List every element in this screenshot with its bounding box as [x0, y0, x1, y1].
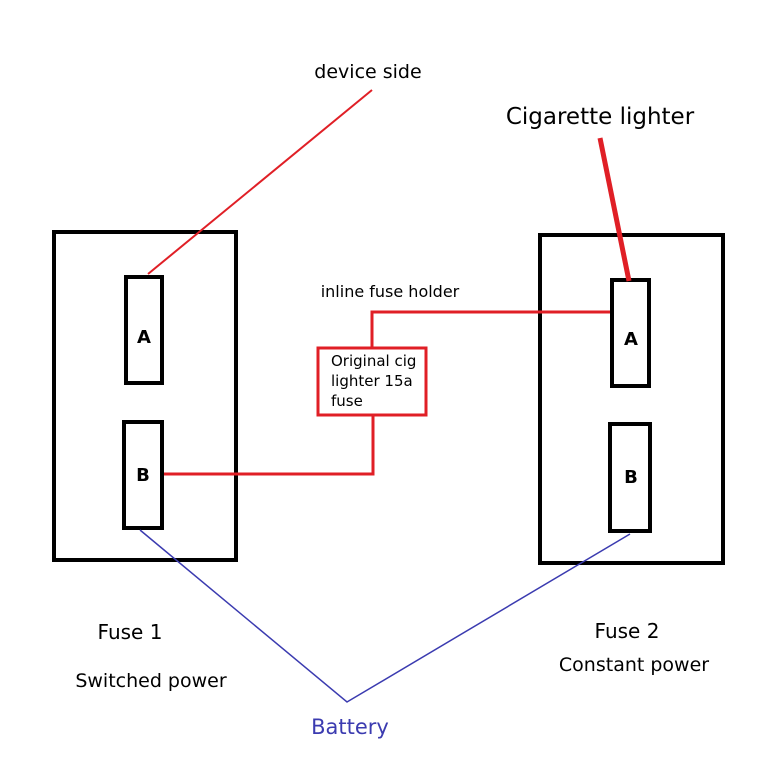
- fuse2-slot-b-label: B: [624, 467, 638, 488]
- fuse2-subtitle: Constant power: [559, 654, 709, 676]
- cigarette-lighter-wire: [597, 137, 632, 282]
- fuse1-slot-a: [124, 275, 164, 385]
- inline-fuse-holder-label: inline fuse holder: [321, 282, 460, 301]
- device-side-wire: [147, 89, 373, 275]
- fuse1-slot-b-label: B: [136, 465, 150, 486]
- fuse2-slot-b: [608, 422, 652, 533]
- fuse1-title: Fuse 1: [98, 620, 163, 644]
- fuse1-box: [52, 230, 238, 562]
- fuse2-slot-a-label: A: [624, 329, 638, 350]
- fuse-holder-text-line3: fuse: [331, 392, 363, 410]
- device-side-label: device side: [314, 61, 421, 83]
- inline-fuse-wire-bottom: [164, 415, 375, 476]
- fuse-holder-text-line2: lighter 15a: [331, 372, 413, 390]
- cigarette-lighter-label: Cigarette lighter: [506, 104, 695, 130]
- fuse2-title: Fuse 2: [595, 619, 660, 643]
- battery-label: Battery: [311, 715, 389, 739]
- fuse1-slot-a-label: A: [137, 327, 151, 348]
- fuse-holder-text-line1: Original cig: [331, 352, 416, 370]
- inline-fuse-holder-box: [316, 346, 428, 417]
- fuse2-box: [538, 233, 725, 565]
- battery-wires: [139, 529, 631, 703]
- fuse1-subtitle: Switched power: [75, 670, 227, 692]
- fuse1-slot-b: [122, 420, 164, 530]
- inline-fuse-wire-top: [370, 310, 610, 348]
